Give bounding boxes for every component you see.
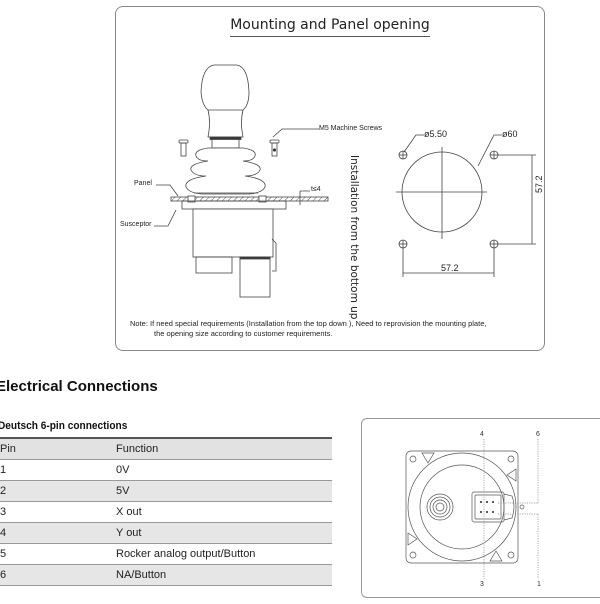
susceptor-label: Susceptor: [120, 221, 152, 228]
panel-label: Panel: [134, 180, 152, 187]
opening-diameter-label: ø60: [502, 129, 518, 139]
deutsch-connector-icon: [471, 491, 515, 523]
screw-left-icon: [178, 139, 189, 157]
panel-opening-drawing: [396, 134, 536, 277]
function-cell: NA/Button: [116, 564, 332, 586]
thickness-label: t≤4: [311, 186, 321, 193]
mounting-hole-icon: [398, 150, 408, 160]
column-header-function: Function: [116, 437, 332, 460]
connector-bottom-view-drawing: [405, 439, 539, 579]
pin-cell: 2: [0, 480, 116, 502]
function-cell: 0V: [116, 459, 332, 481]
electrical-heading: Electrical Connections: [0, 378, 158, 395]
mounting-hole-icon: [489, 150, 499, 160]
pin-cell: 5: [0, 543, 116, 565]
mounting-panel: Mounting and Panel opening: [115, 6, 545, 351]
connector-subheading: Deutsch 6-pin connections: [0, 420, 128, 432]
pin-label: 1: [537, 581, 541, 588]
function-cell: 5V: [116, 480, 332, 502]
hole-diameter-label: ø5.50: [424, 129, 448, 139]
pin-cell: 4: [0, 522, 116, 544]
pin-cell: 6: [0, 564, 116, 586]
joystick-body: [192, 208, 274, 258]
joystick-knob: [200, 64, 250, 138]
rubber-boot: [185, 147, 266, 195]
function-cell: X out: [116, 501, 332, 523]
pin-label: 6: [536, 431, 540, 438]
joystick-side-drawing: [154, 64, 536, 298]
column-header-pin: Pin: [0, 437, 116, 460]
mounting-hole-icon: [398, 239, 408, 249]
function-cell: Y out: [116, 522, 332, 544]
install-direction-text: Installation from the bottom up: [348, 155, 360, 320]
pin-cell: 3: [0, 501, 116, 523]
shaft-icon: [426, 493, 454, 521]
connector-panel: 4 6 3 1: [361, 418, 600, 598]
table-header-row: Pin Function: [0, 437, 332, 460]
pin-label: 4: [480, 431, 484, 438]
screws-label: M5 Machine Screws: [319, 125, 383, 132]
mounting-hole-icon: [489, 239, 499, 249]
vertical-spacing-label: 57.2: [534, 175, 544, 193]
mounting-title: Mounting and Panel opening: [116, 17, 544, 37]
pin-label: 3: [480, 581, 484, 588]
pin-cell: 1: [0, 459, 116, 481]
horizontal-spacing-label: 57.2: [441, 263, 459, 273]
screw-right-icon: [269, 139, 280, 157]
mounting-note: Note: If need special requirements (Inst…: [130, 319, 487, 338]
function-cell: Rocker analog output/Button: [116, 543, 332, 565]
